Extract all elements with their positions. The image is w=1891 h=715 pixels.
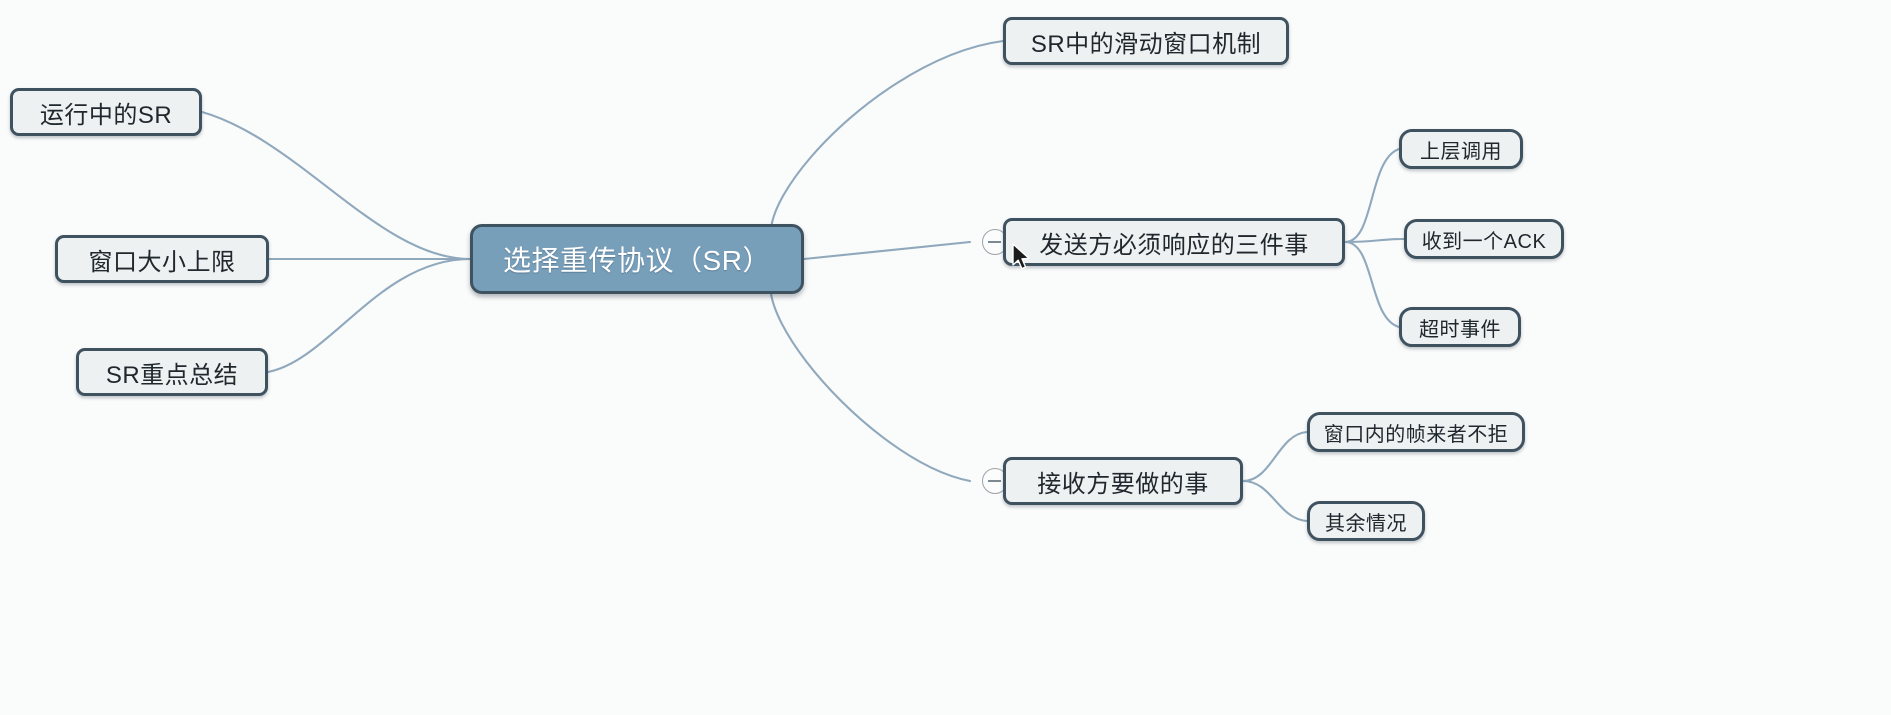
node-window-size-limit-label: 窗口大小上限 xyxy=(88,248,236,276)
node-sr-summary[interactable]: SR重点总结 xyxy=(76,348,268,396)
node-other-cases[interactable]: 其余情况 xyxy=(1307,501,1425,541)
node-receive-one-ack-label: 收到一个ACK xyxy=(1421,230,1547,253)
node-in-window-frames-accepted[interactable]: 窗口内的帧来者不拒 xyxy=(1307,412,1525,452)
node-upper-layer-call-label: 上层调用 xyxy=(1420,140,1502,163)
edge-receiver-to-other xyxy=(1241,479,1309,523)
node-running-sr-label: 运行中的SR xyxy=(39,101,173,129)
node-window-size-limit[interactable]: 窗口大小上限 xyxy=(55,235,269,283)
edge-sender-to-upper-call xyxy=(1343,147,1401,244)
node-sender-three-events[interactable]: 发送方必须响应的三件事 xyxy=(1003,218,1345,266)
node-in-window-frames-accepted-label: 窗口内的帧来者不拒 xyxy=(1323,423,1509,446)
node-other-cases-label: 其余情况 xyxy=(1325,512,1407,535)
root-node[interactable]: 选择重传协议（SR） xyxy=(470,224,804,294)
node-running-sr[interactable]: 运行中的SR xyxy=(10,88,202,136)
node-receiver-tasks[interactable]: 接收方要做的事 xyxy=(1003,457,1243,505)
node-sr-summary-label: SR重点总结 xyxy=(105,361,239,389)
node-upper-layer-call[interactable]: 上层调用 xyxy=(1399,129,1523,169)
node-sender-three-events-label: 发送方必须响应的三件事 xyxy=(1039,231,1309,259)
edge-root-to-receiver xyxy=(769,257,972,483)
edge-root-to-summary xyxy=(266,257,472,374)
node-sliding-window-mechanism-label: SR中的滑动窗口机制 xyxy=(1030,30,1262,58)
root-node-label: 选择重传协议（SR） xyxy=(503,245,771,276)
node-timeout-event-label: 超时事件 xyxy=(1419,318,1501,341)
node-receive-one-ack[interactable]: 收到一个ACK xyxy=(1404,219,1564,259)
edge-receiver-to-inwindow xyxy=(1241,430,1309,483)
edge-sender-to-timeout xyxy=(1343,240,1401,329)
edge-sender-to-ack xyxy=(1343,237,1406,244)
node-receiver-tasks-label: 接收方要做的事 xyxy=(1037,470,1209,498)
node-sliding-window-mechanism[interactable]: SR中的滑动窗口机制 xyxy=(1003,17,1289,65)
edge-root-to-sender-three xyxy=(802,240,972,261)
node-timeout-event[interactable]: 超时事件 xyxy=(1399,307,1521,347)
edge-root-to-sliding-window xyxy=(769,39,1005,261)
